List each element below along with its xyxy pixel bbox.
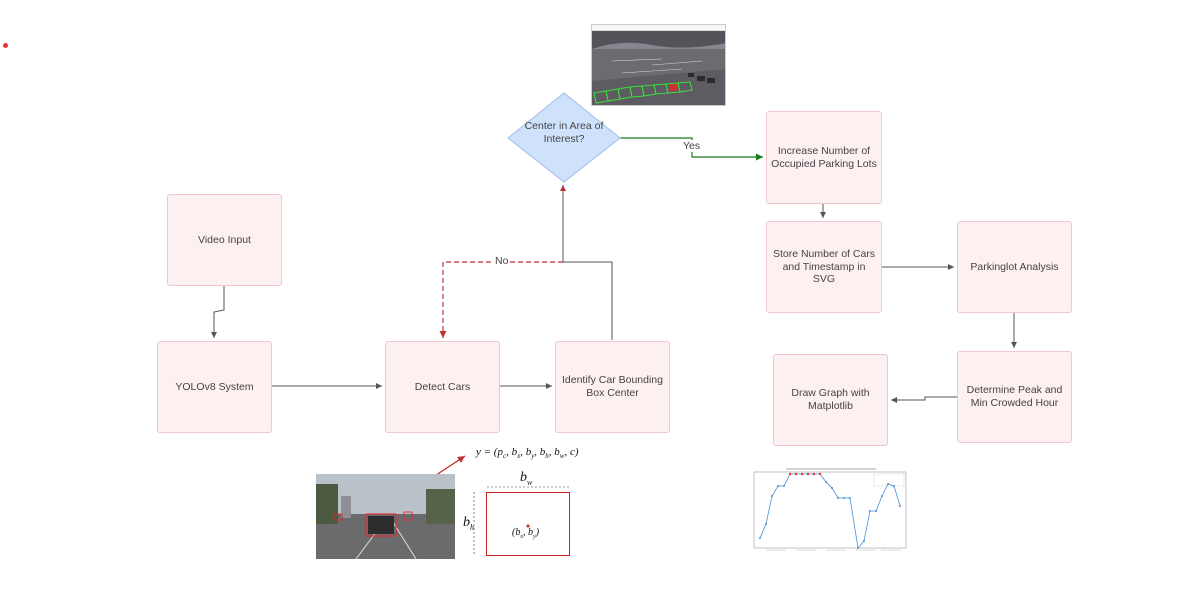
bounding-box-guides	[473, 486, 569, 556]
node-video-input[interactable]: Video Input	[167, 194, 282, 286]
edge-peak-graph	[891, 396, 957, 403]
node-store-count[interactable]: Store Number of Cars and Timestamp in SV…	[766, 221, 882, 313]
parking-lot-screenshot	[591, 24, 726, 106]
node-parkinglot-analysis[interactable]: Parkinglot Analysis	[957, 221, 1072, 313]
node-peak-min-hour[interactable]: Determine Peak and Min Crowded Hour	[957, 351, 1072, 443]
occupancy-graph-image	[746, 466, 910, 554]
label-bh: bh	[463, 515, 474, 532]
node-detect-cars[interactable]: Detect Cars	[385, 341, 500, 433]
node-yolo-system[interactable]: YOLOv8 System	[157, 341, 272, 433]
node-identify-center[interactable]: Identify Car Bounding Box Center	[555, 341, 670, 433]
edge-video-yolo	[211, 286, 225, 338]
label-bw: bw	[520, 470, 533, 487]
node-draw-graph[interactable]: Draw Graph with Matplotlib	[773, 354, 888, 446]
label-center: (bx, by)	[512, 527, 540, 540]
decision-diamond	[507, 92, 621, 183]
edge-label-yes: Yes	[682, 140, 702, 152]
bounding-box-diagram	[486, 492, 570, 556]
output-vector-formula: y = (pc, bx, by, bh, bw, c)	[476, 446, 579, 461]
street-detection-image	[316, 474, 455, 559]
node-increase-occupied[interactable]: Increase Number of Occupied Parking Lots	[766, 111, 882, 204]
edge-no	[439, 261, 563, 338]
edge-label-no: No	[494, 255, 510, 267]
edge-identify-decision	[560, 185, 613, 340]
decision-label: Center in Area of Interest?	[524, 120, 604, 145]
red-marker-dot	[3, 43, 8, 48]
